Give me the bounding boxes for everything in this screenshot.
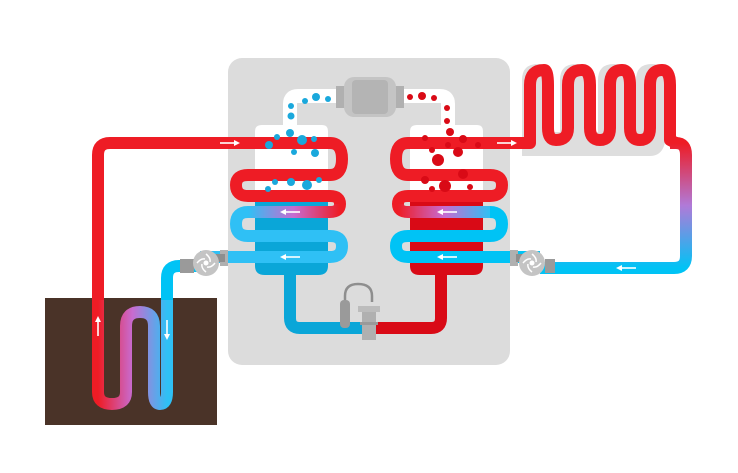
condenser-coil-transition	[392, 203, 490, 218]
evaporator-coil-cold	[200, 206, 349, 263]
radiator-coil	[490, 64, 679, 149]
arrow-right-icon	[497, 140, 517, 146]
building-loop-pipe	[540, 137, 692, 274]
arrow-left-icon	[280, 254, 300, 260]
arrow-left-icon	[437, 209, 457, 215]
evaporator-coil-transition	[248, 203, 346, 218]
hot-refrigerant-bubbles	[407, 92, 481, 192]
arrow-left-icon	[437, 254, 457, 260]
evaporator-coil-hot	[229, 137, 349, 205]
expansion-valve	[340, 282, 380, 340]
ground-coil	[92, 300, 173, 411]
ground-loop-cold-pipe	[161, 260, 200, 300]
compressor	[336, 77, 404, 117]
arrow-up-icon	[95, 316, 101, 336]
cold-liquid-line	[284, 272, 362, 334]
arrow-right-icon	[220, 140, 240, 146]
discharge-line	[400, 89, 455, 128]
hot-liquid-line	[374, 272, 447, 334]
ground-loop-hot-pipe	[92, 137, 250, 300]
building-loop-pump	[510, 250, 555, 276]
ground-loop-pump	[180, 250, 228, 276]
condenser-coil-hot	[389, 137, 509, 205]
arrow-left-icon	[616, 265, 636, 271]
flow-arrows	[95, 140, 636, 340]
arrow-left-icon	[280, 209, 300, 215]
cold-refrigerant-bubbles	[265, 93, 331, 192]
arrow-down-icon	[164, 320, 170, 340]
condenser-coil-cold	[389, 206, 540, 263]
